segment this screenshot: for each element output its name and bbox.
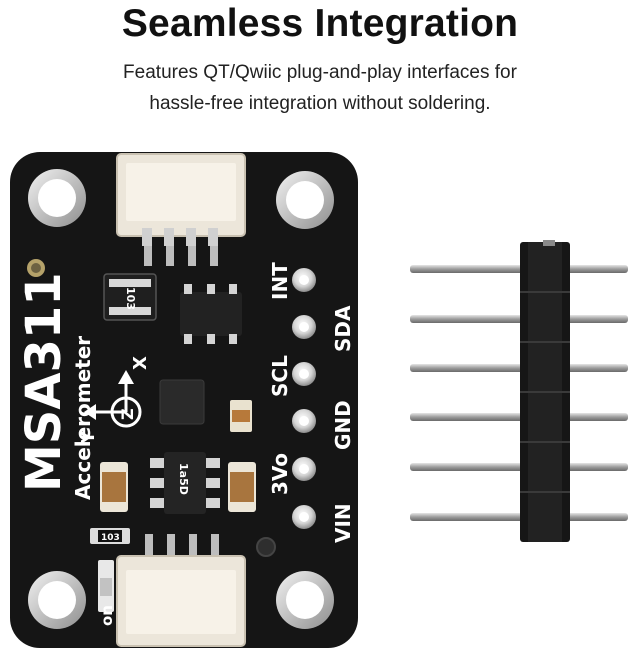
axis-diagram: X Y Z bbox=[78, 356, 151, 445]
resistor-array-chip: 103 bbox=[103, 273, 157, 321]
switch-label: on bbox=[98, 605, 116, 626]
pin-label-3vo: 3Vo bbox=[268, 453, 292, 495]
header-pin bbox=[410, 265, 628, 273]
resistor-marking: 103 bbox=[101, 533, 120, 543]
pin-label-int: INT bbox=[268, 262, 292, 300]
pin-pads bbox=[292, 268, 316, 529]
ceramic-capacitor-left bbox=[100, 462, 128, 512]
accelerometer-board: 103 X Y Z bbox=[10, 152, 358, 648]
pin-header-strip bbox=[410, 240, 628, 542]
header-pin bbox=[410, 364, 628, 372]
smd-capacitor bbox=[230, 400, 252, 432]
subheadline-line-2: hassle-free integration without solderin… bbox=[149, 93, 491, 114]
board-subtitle-label: Accelerometer bbox=[71, 336, 95, 500]
smd-resistor: 103 bbox=[90, 528, 130, 544]
msa311-sensor-chip bbox=[159, 379, 205, 425]
header-pin bbox=[410, 413, 628, 421]
subheadline-line-1: Features QT/Qwiic plug-and-play interfac… bbox=[123, 62, 517, 83]
pin-label-gnd: GND bbox=[331, 400, 355, 450]
mounting-hole-top-left bbox=[28, 169, 86, 227]
axis-z-label: Z bbox=[118, 408, 137, 420]
pin-label-scl: SCL bbox=[268, 355, 292, 397]
header-pin bbox=[410, 315, 628, 323]
header-pin bbox=[410, 513, 628, 521]
solder-pad-bottom bbox=[256, 537, 276, 557]
chip-marking-2: 1a5D bbox=[177, 463, 190, 495]
mounting-hole-bottom-left bbox=[28, 571, 86, 629]
axis-x-label: X bbox=[130, 356, 151, 370]
power-switch bbox=[98, 560, 114, 612]
chip-marking-1: 103 bbox=[124, 287, 137, 310]
voltage-regulator-chip bbox=[180, 284, 242, 344]
mounting-hole-top-right bbox=[276, 171, 334, 229]
ldo-regulator-chip: 1a5D bbox=[150, 452, 220, 514]
headline: Seamless Integration bbox=[121, 2, 519, 45]
pin-label-sda: SDA bbox=[331, 305, 355, 352]
header-pin bbox=[410, 463, 628, 471]
pin-label-vin: VIN bbox=[331, 503, 355, 543]
qwiic-connector-bottom bbox=[116, 534, 246, 647]
qwiic-connector-top bbox=[116, 153, 246, 266]
ceramic-capacitor-right bbox=[228, 462, 256, 512]
mounting-hole-bottom-right bbox=[276, 571, 334, 629]
board-model-label: MSA311 bbox=[16, 272, 72, 492]
header-plastic-body bbox=[520, 240, 570, 542]
axis-y-label: Y bbox=[78, 430, 99, 445]
